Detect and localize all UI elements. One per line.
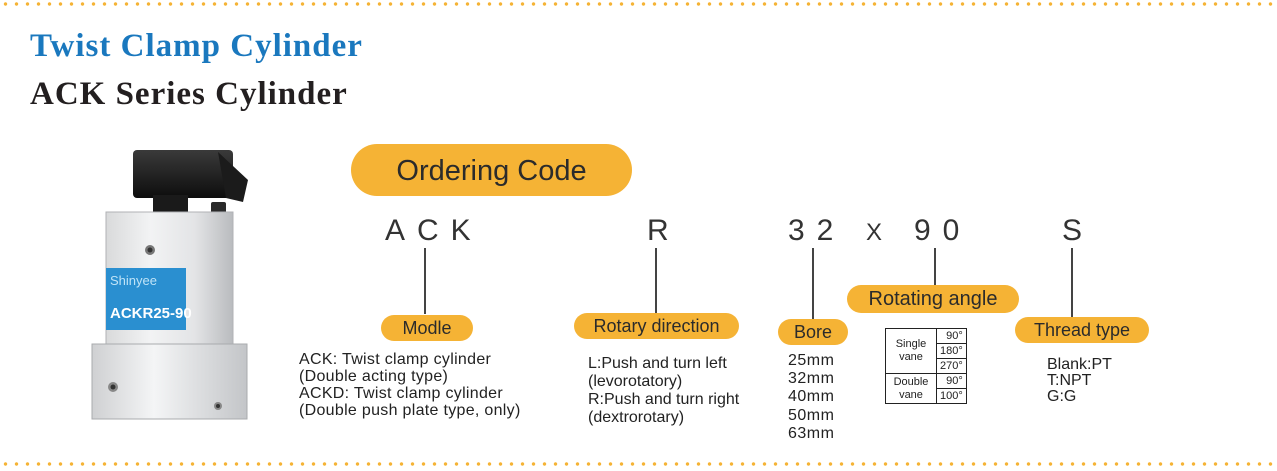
connector-line-bore [812,248,814,319]
rotating-angle-table: Single vane 90° 180° 270° Double vane 90… [885,328,967,404]
angle-value: 90° [936,373,967,389]
connector-line-model [424,248,426,314]
thread-line: Blank:PT [1047,356,1112,373]
page-title: Twist Clamp Cylinder [30,28,363,64]
rotary-line: L:Push and turn left [588,355,727,372]
code-segment-separator: X [866,219,883,246]
angle-value: 100° [936,388,967,404]
product-image: Shinyee ACKR25-90 [91,150,248,420]
model-description: ACK: Twist clamp cylinder(Double acting … [299,351,521,419]
angle-value: 90° [936,328,967,344]
thread-type-label: Thread type [1015,317,1149,343]
code-segment-angle: 90 [914,214,972,247]
single-vane-label: Single vane [885,328,937,374]
bottom-dotted-border [0,462,1277,466]
model-line: (Double push plate type, only) [299,402,521,419]
thread-line: G:G [1047,388,1077,405]
code-segment-thread: S [1062,214,1095,247]
code-segment-rotary: R [647,214,681,247]
double-vane-label: Double vane [885,373,937,404]
code-segment-model: ACK [385,214,483,247]
model-line: ACKD: Twist clamp cylinder [299,385,504,402]
top-dotted-border [0,2,1277,6]
bore-value: 50mm [788,406,835,424]
thread-line: T:NPT [1047,372,1092,389]
bore-value: 63mm [788,424,835,442]
svg-text:Shinyee: Shinyee [110,273,157,288]
angle-value: 180° [936,343,967,359]
connector-line-thread [1071,248,1073,317]
bore-value: 40mm [788,388,835,406]
svg-text:ACKR25-90: ACKR25-90 [110,305,192,322]
code-segment-bore: 32 [788,214,846,247]
rotary-direction-description: L:Push and turn left(levorotatory)R:Push… [588,355,739,427]
rotating-angle-label: Rotating angle [847,285,1019,313]
bore-value: 32mm [788,370,835,388]
bore-value: 25mm [788,352,835,369]
rotary-line: R:Push and turn right [588,391,740,408]
model-line: (Double acting type) [299,368,449,385]
bore-label: Bore [778,319,848,345]
ordering-code-heading: Ordering Code [351,144,632,196]
page-subtitle: ACK Series Cylinder [30,76,348,112]
model-label: Modle [381,315,473,341]
connector-line-rotary [655,248,657,313]
angle-value: 270° [936,358,967,374]
connector-line-angle [934,248,936,285]
rotary-direction-label: Rotary direction [574,313,739,339]
model-line: ACK: Twist clamp cylinder [299,351,492,368]
rotary-line: (levorotatory) [588,373,683,390]
rotary-line: (dextrorotary) [588,409,685,426]
